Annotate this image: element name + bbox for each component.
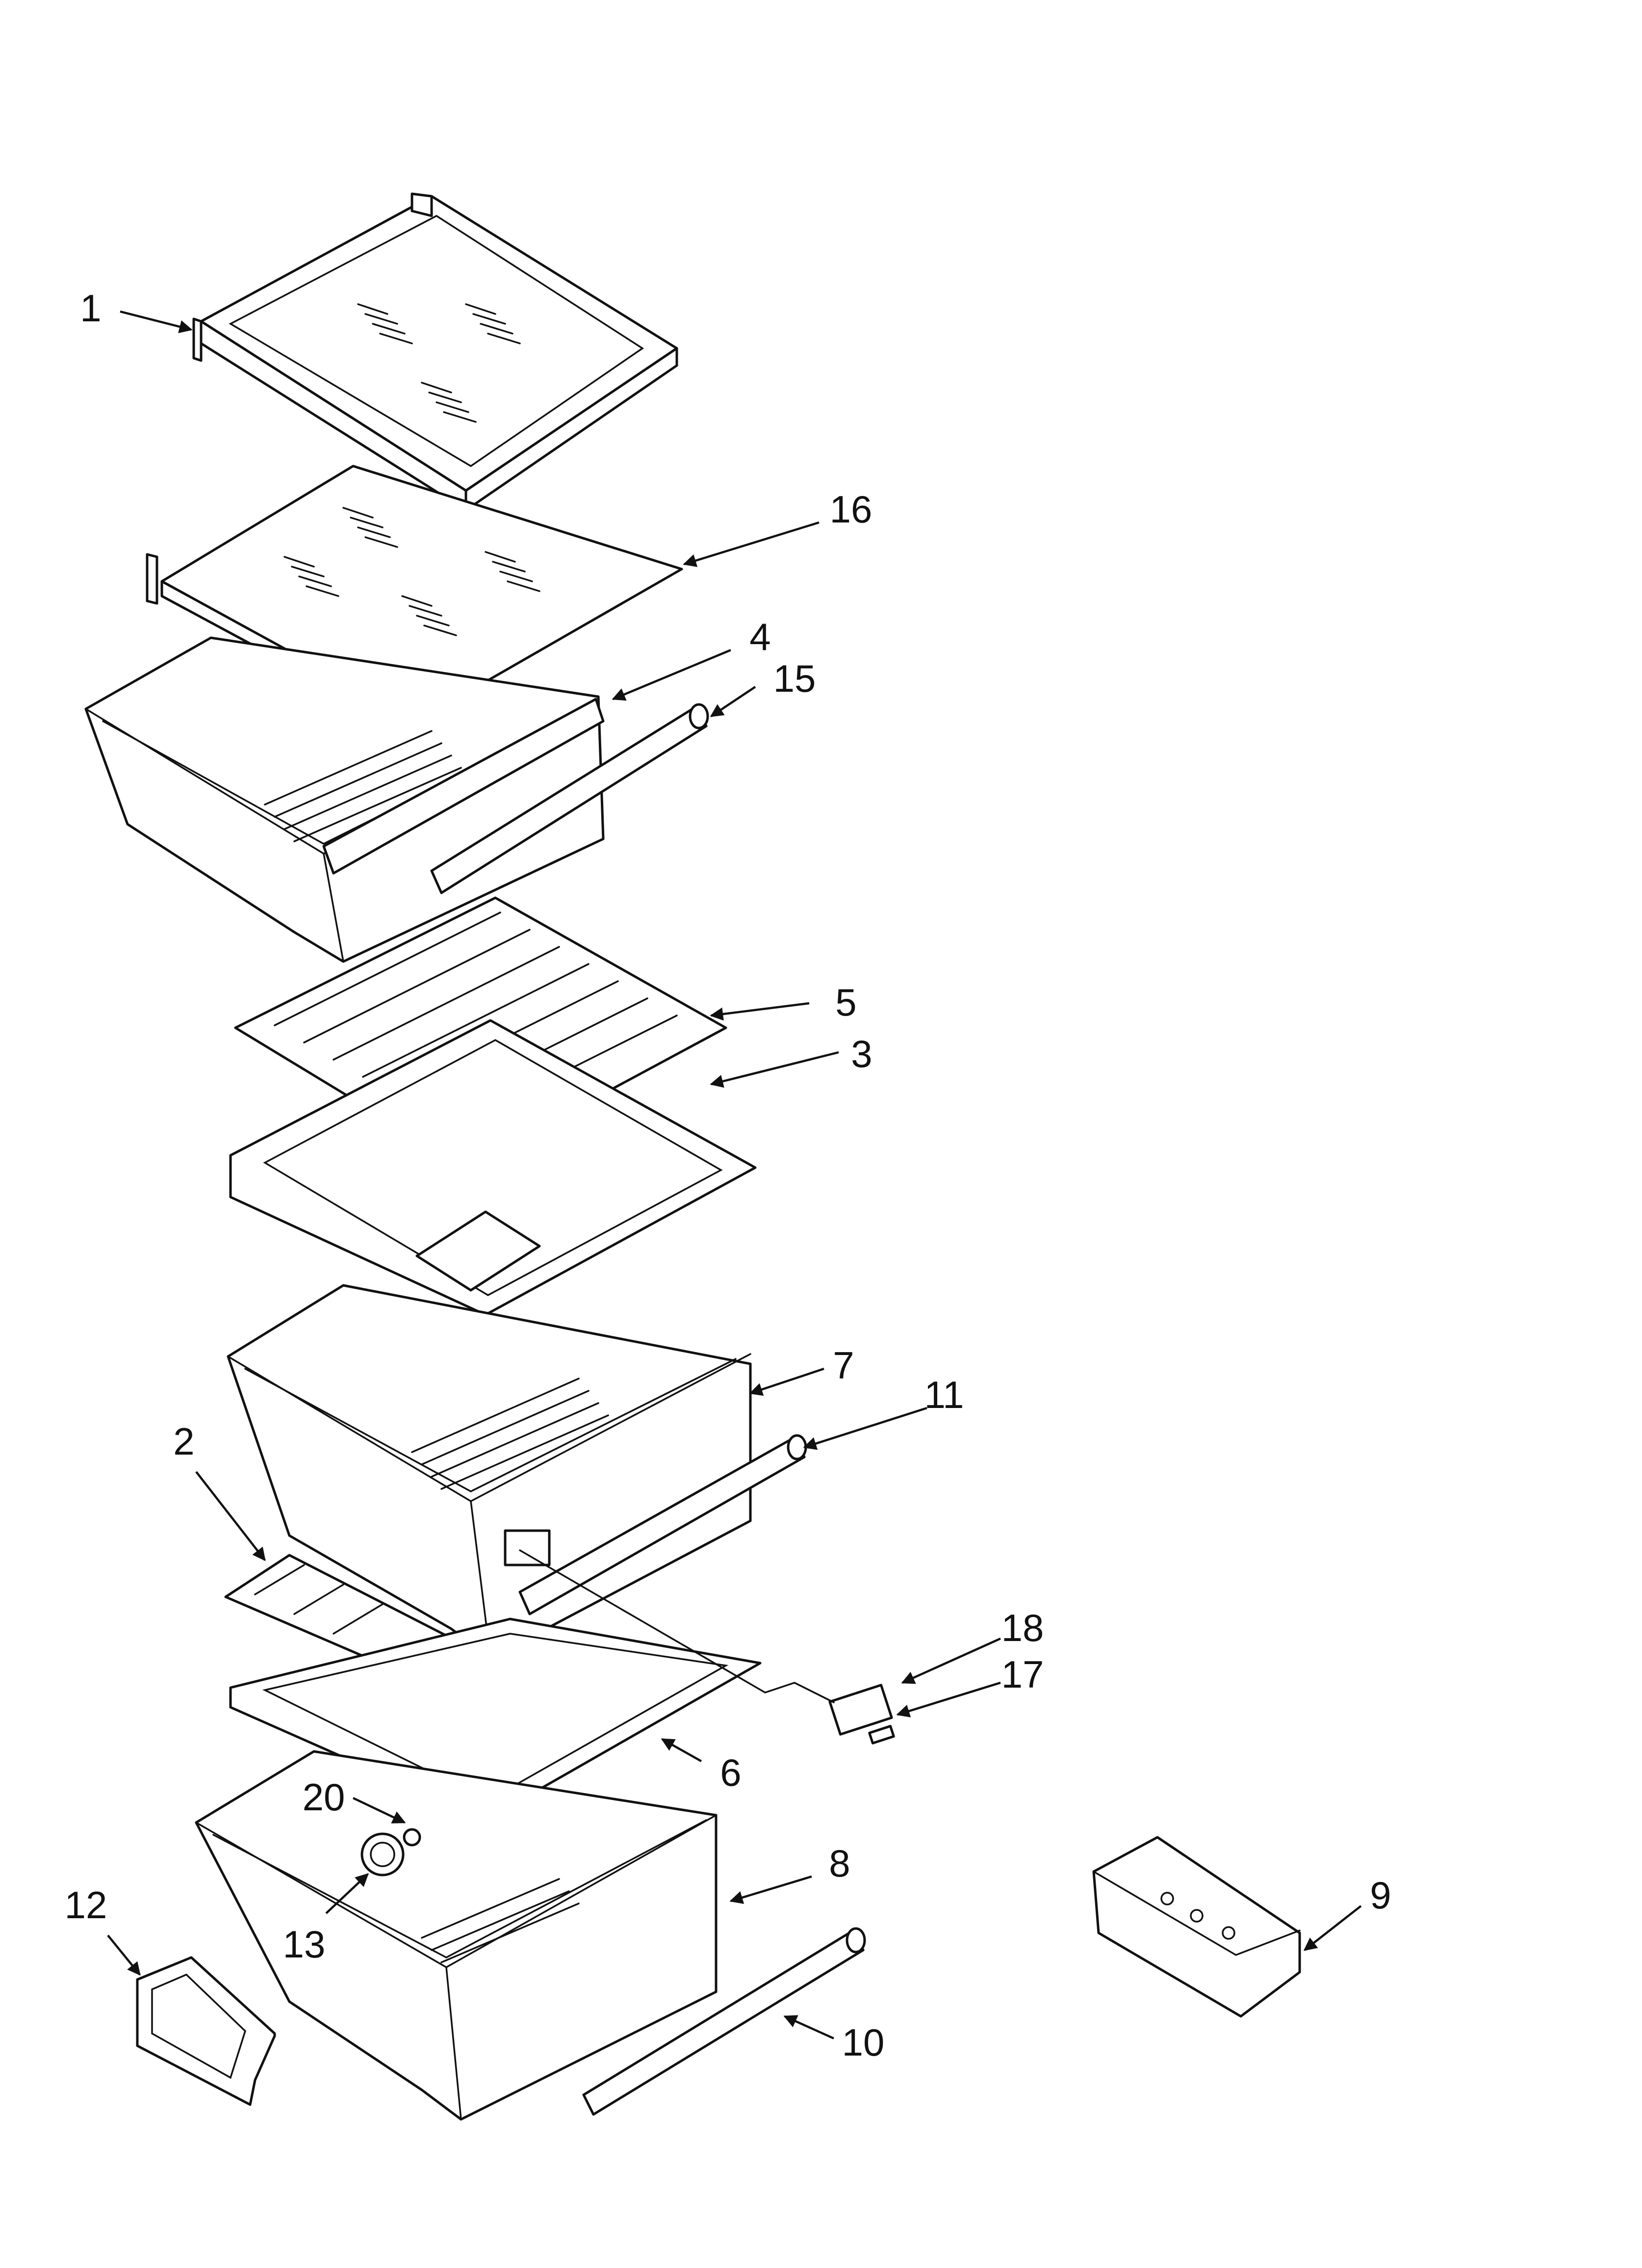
callout-11: 11 <box>924 1373 964 1416</box>
callout-12: 12 <box>65 1883 107 1927</box>
callout-10: 10 <box>842 2021 885 2064</box>
callout-20: 20 <box>303 1775 345 1819</box>
part-10-handle <box>582 1927 866 2116</box>
callout-17: 17 <box>1001 1653 1044 1696</box>
part-7-crisper-drawer <box>227 1284 752 1660</box>
part-6-shelf-frame <box>229 1617 762 1822</box>
part-8-crisper-drawer <box>195 1750 718 2121</box>
part-17-lever <box>868 1724 895 1745</box>
callout-1: 1 <box>80 287 101 330</box>
callout-15: 15 <box>773 657 816 700</box>
callout-labels: 1 16 4 15 5 3 7 11 2 18 17 6 20 8 12 13 … <box>65 287 1391 2064</box>
part-18-slide <box>828 1684 893 1736</box>
part-11-handle <box>518 1434 807 1616</box>
callout-16: 16 <box>830 488 872 531</box>
part-15-handle <box>430 703 709 894</box>
linkage-line <box>519 1549 835 1703</box>
leader-lines <box>107 310 1362 2040</box>
callout-7: 7 <box>833 1344 854 1387</box>
callout-4: 4 <box>749 615 770 658</box>
part-1-shelf <box>192 192 678 512</box>
callout-13: 13 <box>283 1923 326 1966</box>
part-12-badge <box>136 1956 276 2106</box>
part-13-knob <box>360 1832 405 1877</box>
part-4-crisper-drawer <box>84 636 605 963</box>
callout-5: 5 <box>835 981 856 1024</box>
callout-2: 2 <box>173 1420 194 1463</box>
part-9-door-bin <box>1092 1836 1301 2018</box>
callout-8: 8 <box>829 1842 850 1885</box>
part-3-shelf-frame <box>229 1019 757 1316</box>
callout-6: 6 <box>720 1751 741 1794</box>
callout-9: 9 <box>1370 1874 1391 1917</box>
part-20-screw <box>403 1828 421 1847</box>
callout-3: 3 <box>851 1032 872 1075</box>
callout-18: 18 <box>1001 1606 1044 1649</box>
